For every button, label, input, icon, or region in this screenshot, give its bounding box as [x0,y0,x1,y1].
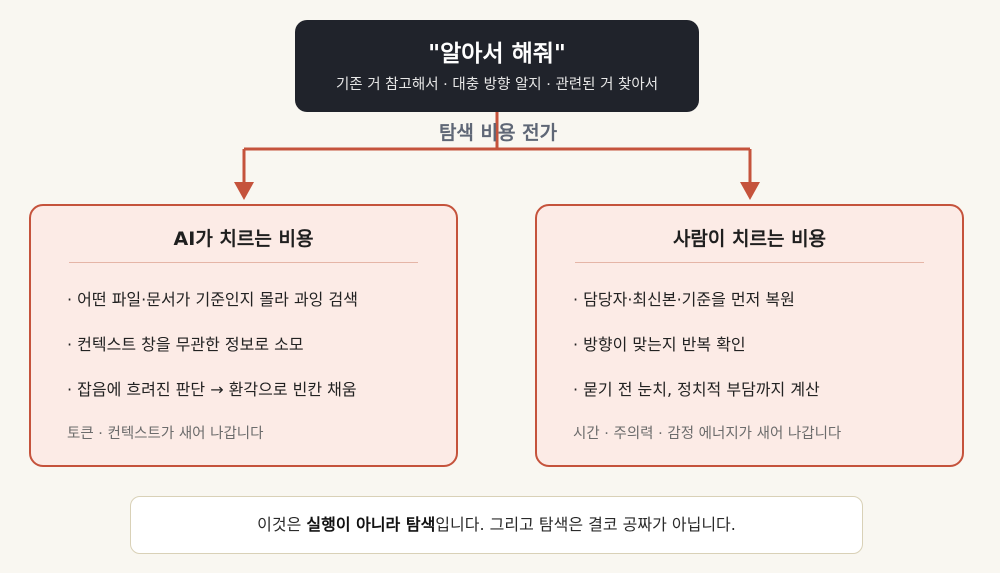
ai-cost-item: · 컨텍스트 창을 무관한 정보로 소모 [67,335,304,354]
request-box: "알아서 해줘" 기존 거 참고해서 · 대충 방향 알지 · 관련된 거 찾아… [295,20,699,112]
request-title: "알아서 해줘" [428,41,566,67]
card-divider [575,262,924,263]
ai-cost-item: · 잡음에 흐려진 판단 → 환각으로 빈칸 채움 [67,380,357,399]
ai-cost-footer: 토큰 · 컨텍스트가 새어 나갑니다 [67,426,264,442]
ai-cost-item: · 어떤 파일·문서가 기준인지 몰라 과잉 검색 [67,290,358,309]
card-divider [69,262,418,263]
human-cost-item: · 묻기 전 눈치, 정치적 부담까지 계산 [573,380,820,399]
human-cost-item: · 담당자·최신본·기준을 먼저 복원 [573,290,795,309]
connector-label: 탐색 비용 전가 [438,122,558,144]
right-arrowhead [740,182,760,200]
ai-cost-card: AI가 치르는 비용 · 어떤 파일·문서가 기준인지 몰라 과잉 검색 · 컨… [29,204,458,467]
human-cost-title: 사람이 치르는 비용 [672,228,827,250]
human-cost-footer: 시간 · 주의력 · 감정 에너지가 새어 나갑니다 [573,426,842,442]
ai-cost-title: AI가 치르는 비용 [173,228,314,250]
conclusion-suffix: 입니다. 그리고 탐색은 결코 공짜가 아닙니다. [435,515,736,534]
conclusion-box: 이것은 실행이 아니라 탐색입니다. 그리고 탐색은 결코 공짜가 아닙니다. [130,496,863,554]
human-cost-card: 사람이 치르는 비용 · 담당자·최신본·기준을 먼저 복원 · 방향이 맞는지… [535,204,964,467]
left-arrowhead [234,182,254,200]
human-cost-item: · 방향이 맞는지 반복 확인 [573,335,746,354]
request-subtitle: 기존 거 참고해서 · 대충 방향 알지 · 관련된 거 찾아서 [335,77,659,93]
conclusion-prefix: 이것은 [257,515,307,534]
conclusion-emphasis: 실행이 아니라 탐색 [306,515,436,534]
